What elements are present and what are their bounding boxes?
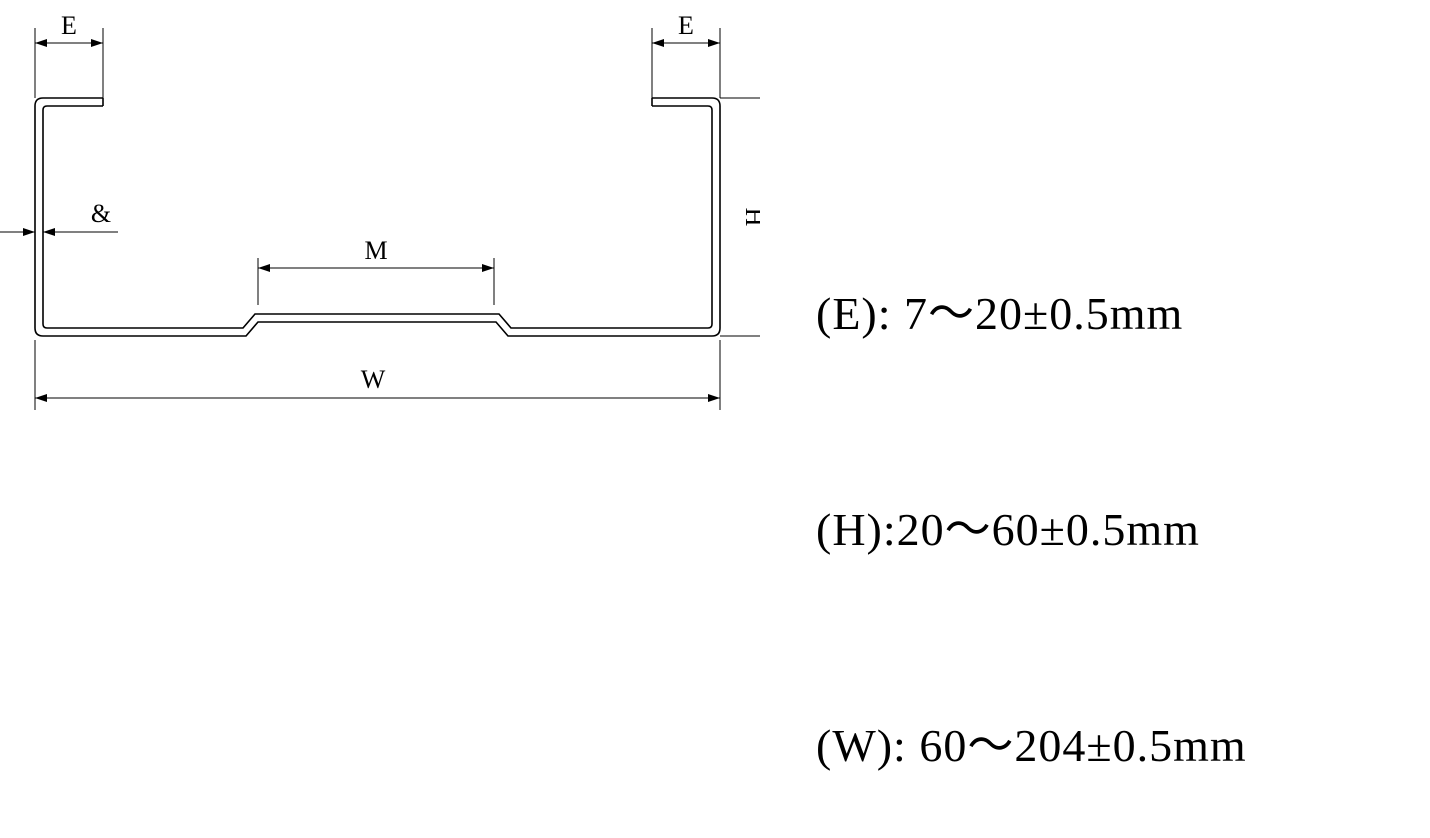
profile-outer-outline (34, 97, 721, 337)
spec-w: (W): 60～204±0.5mm (816, 720, 1247, 771)
label-w: W (361, 365, 386, 394)
label-e-right: E (678, 11, 694, 40)
spec-list: (E): 7～20±0.5mm (H):20～60±0.5mm (W): 60～… (816, 134, 1247, 838)
label-h: H (740, 208, 760, 227)
extension-lines (34, 28, 760, 410)
label-m: M (364, 236, 387, 265)
label-thickness: & (91, 199, 111, 228)
spec-h: (H):20～60±0.5mm (816, 504, 1200, 555)
label-e-left: E (61, 11, 77, 40)
profile-inner-outline (42, 105, 713, 329)
profile-drawing: E E & M H W (0, 11, 760, 410)
spec-e: (E): 7～20±0.5mm (816, 288, 1184, 339)
